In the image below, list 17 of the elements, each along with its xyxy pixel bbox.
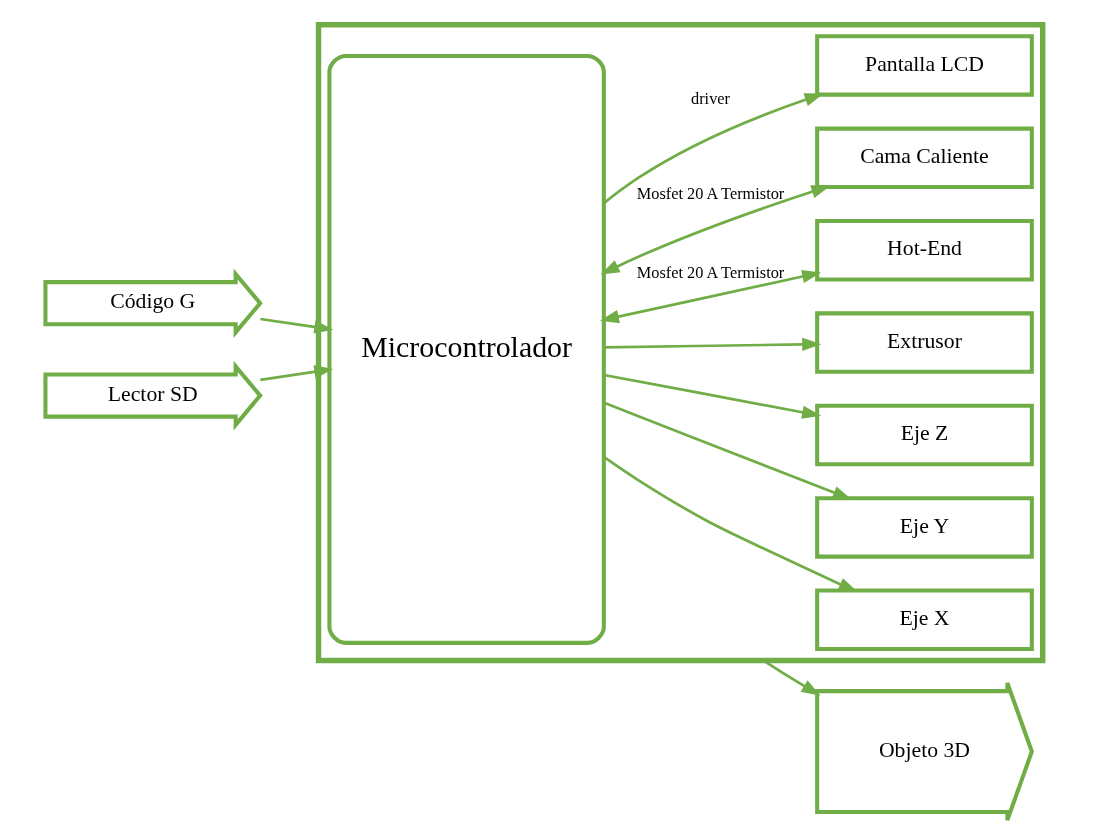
- arrow: [603, 401, 852, 500]
- arrow: [260, 365, 334, 382]
- node-box: Microcontrolador: [327, 53, 606, 645]
- arrow: [260, 317, 334, 334]
- arrow: [603, 337, 822, 352]
- arrow: [599, 270, 822, 324]
- node-box: Eje Z: [815, 403, 1034, 467]
- node-box: Cama Caliente: [815, 126, 1034, 190]
- node-box: Pantalla LCD: [815, 34, 1034, 97]
- node-box: Eje X: [815, 588, 1034, 652]
- arrow: [603, 373, 822, 419]
- node-box: Extrusor: [815, 311, 1034, 374]
- edge-label: driver: [691, 89, 730, 109]
- node-box: Hot-End: [815, 218, 1034, 282]
- node-box: Eje Y: [815, 496, 1034, 559]
- edge-label: Mosfet 20 A Termistor: [636, 263, 785, 283]
- edge-label: Mosfet 20 A Termistor: [636, 184, 785, 204]
